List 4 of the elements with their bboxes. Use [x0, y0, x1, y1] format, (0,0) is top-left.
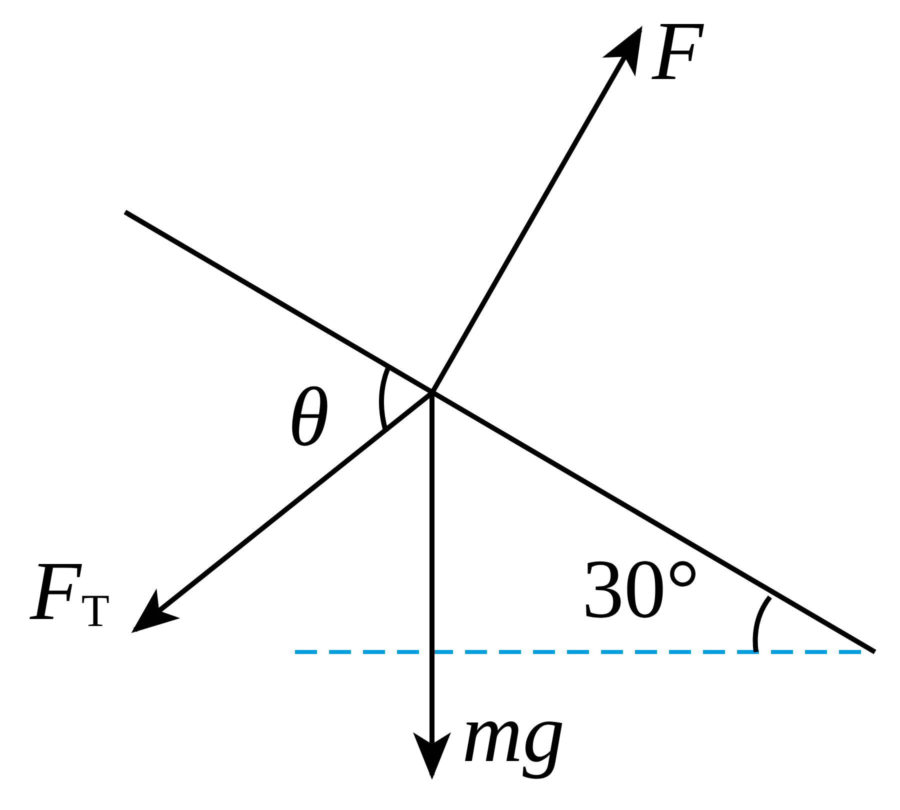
force-label: F$_{T}$: [30, 550, 110, 634]
force-label: F: [652, 10, 704, 94]
angle-label: θ: [288, 376, 330, 460]
angle-label: 30°: [582, 548, 700, 632]
